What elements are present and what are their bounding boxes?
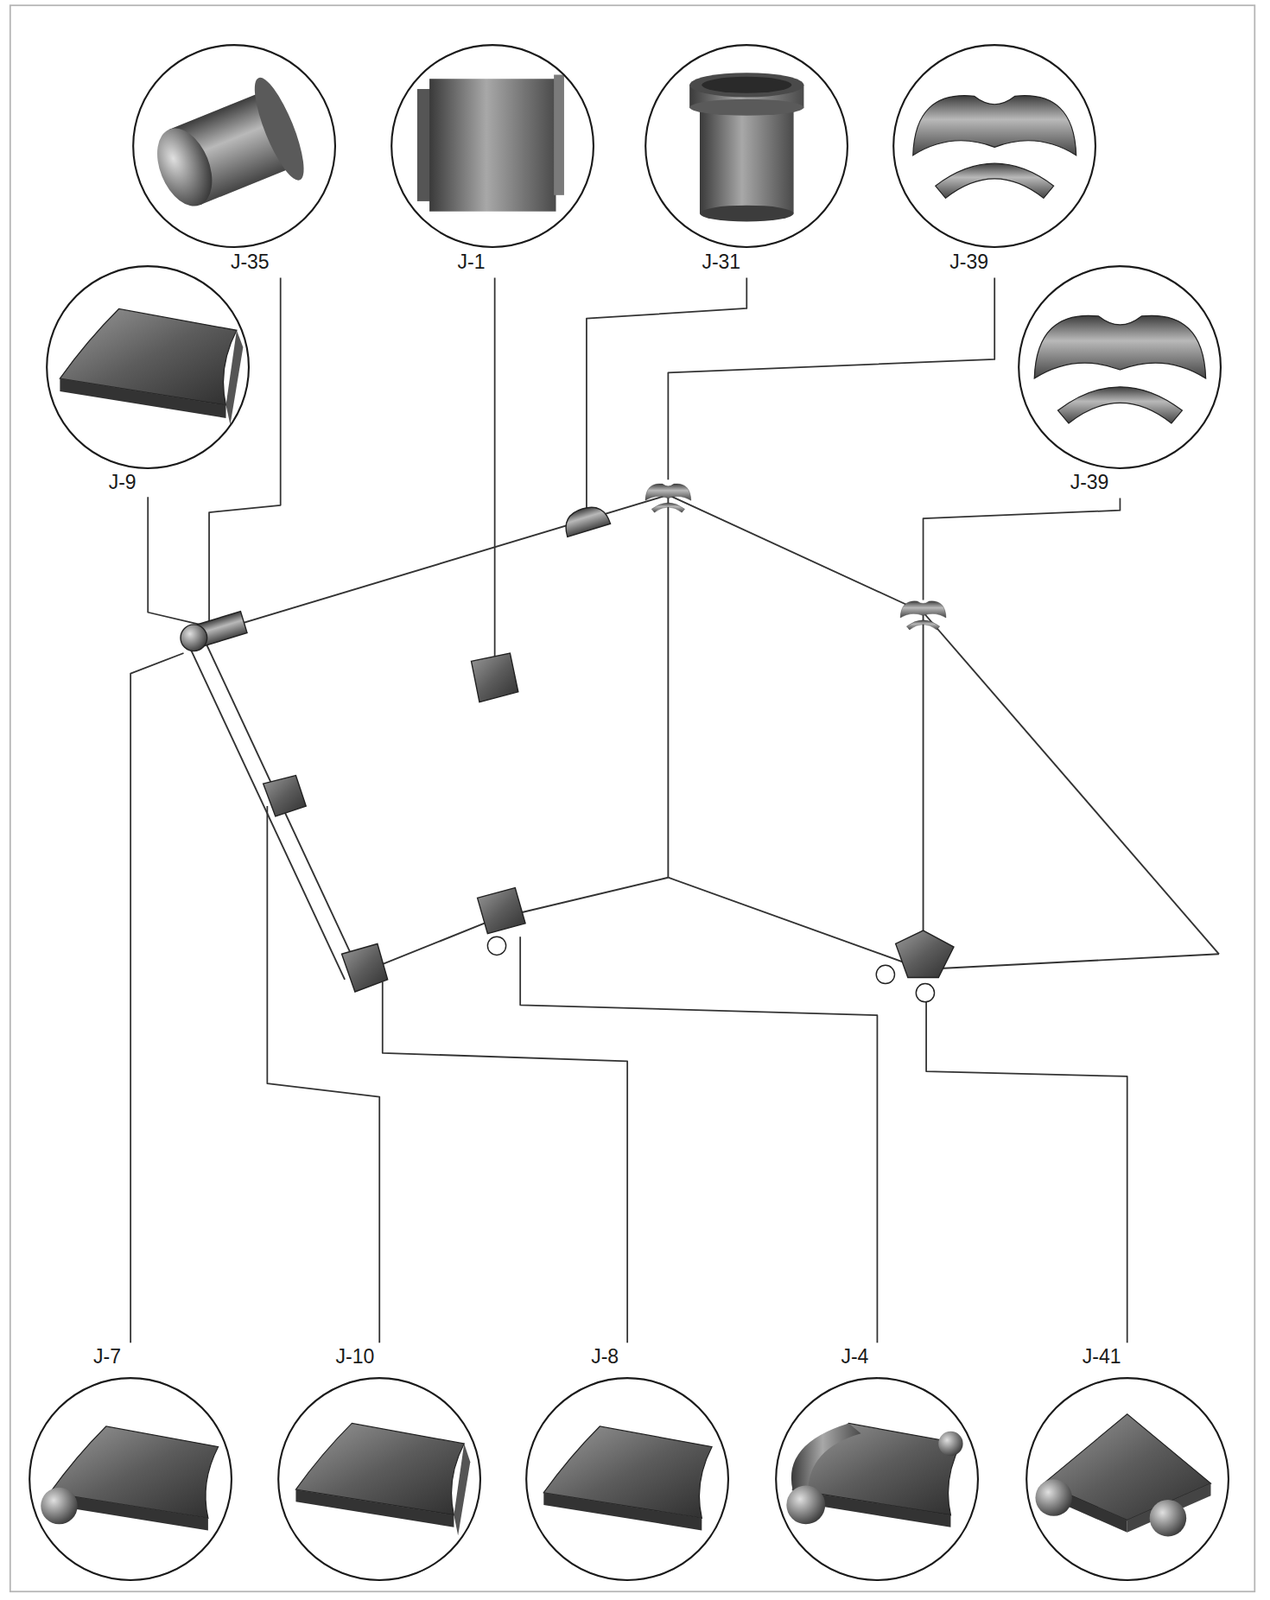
circle-outline [892,44,1097,248]
circle-outline [390,44,595,248]
part-number: J-10 [333,1345,378,1368]
part-number: J-4 [838,1345,871,1368]
tile-callout-circle: J-9 [45,265,250,470]
roof-plan [187,495,1220,980]
tile-callout-circle: J-7 [28,1377,233,1582]
circle-outline-shape [776,1377,979,1581]
circle-outline-shape [278,1377,481,1581]
circle-outline [644,44,849,248]
circle-outline-shape [46,266,249,469]
leader-lines [130,277,1128,1343]
tile-illustrations [40,72,1211,1537]
circle-outline-shape [1019,266,1222,469]
circle-outline [525,1377,730,1582]
roof-pieces [180,483,954,1003]
tile-callout-circle: J-41 [1025,1377,1230,1582]
part-number: J-31 [698,250,743,274]
circle-outline [132,44,337,248]
circle-outline-shape [133,44,337,248]
circle-outline [28,1377,233,1582]
circle-outline [277,1377,482,1582]
circle-outline [1025,1377,1230,1582]
circle-outline [774,1377,979,1582]
circle-outline-shape [645,44,848,248]
part-number: J-7 [90,1345,124,1368]
circle-outline-shape [893,44,1096,248]
part-number: J-8 [588,1345,622,1368]
tile-callout-circle: J-39 [892,44,1097,248]
circle-outline-shape [526,1377,729,1581]
tile-callout-circle: J-1 [390,44,595,248]
tile-callout-circle: J-39 [1017,265,1222,470]
part-number: J-9 [106,470,140,494]
part-number: J-39 [1067,470,1112,494]
page-frame [10,5,1255,1592]
tile-callout-circle: J-31 [644,44,849,248]
tile-callout-circle: J-10 [277,1377,482,1582]
tile-callout-circle: J-4 [774,1377,979,1582]
circle-outline [45,265,250,470]
circle-outline-shape [391,44,594,248]
tile-callout-circle: J-35 [132,44,337,248]
part-number: J-39 [946,250,991,274]
circle-outline-shape [1026,1377,1229,1581]
part-number: J-35 [228,250,273,274]
circle-outline-shape [29,1377,232,1581]
circle-outline [1017,265,1222,470]
part-number: J-1 [454,250,488,274]
part-number: J-41 [1079,1345,1124,1368]
tile-callout-circle: J-8 [525,1377,730,1582]
